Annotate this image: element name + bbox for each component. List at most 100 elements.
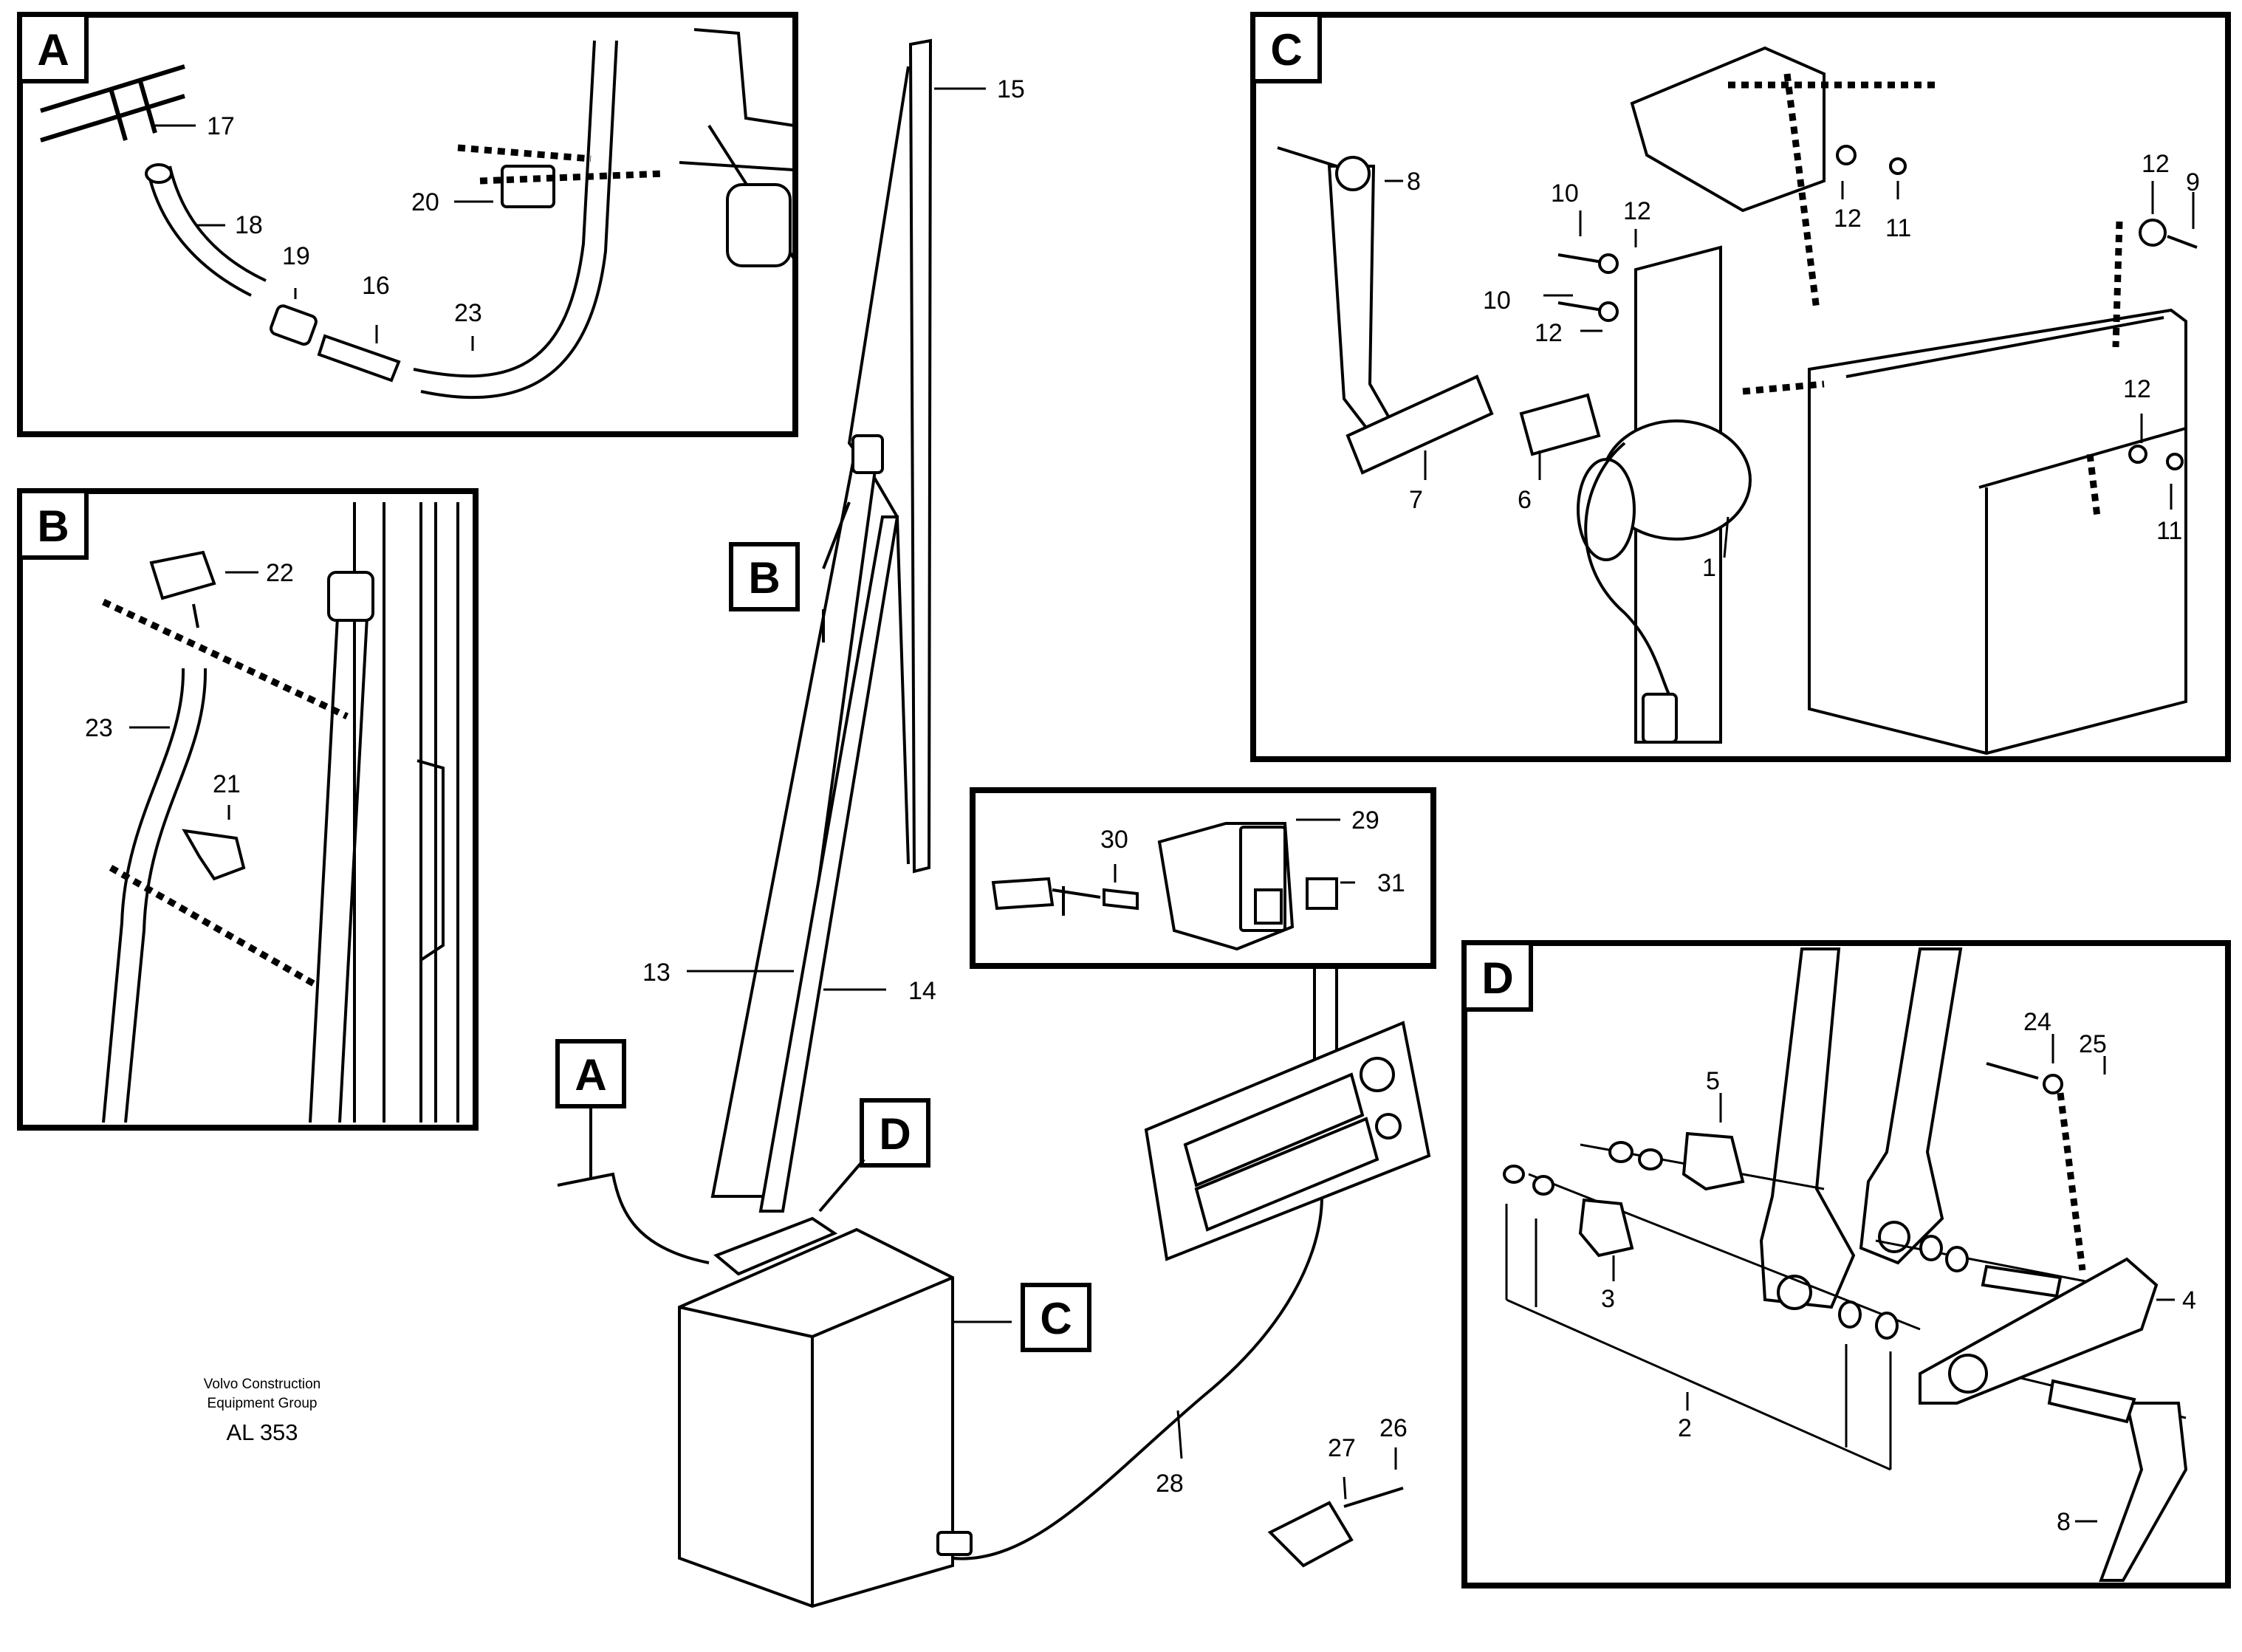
label-19: 19: [282, 242, 310, 270]
label-5: 5: [1706, 1067, 1720, 1095]
wiper-motor-housing: [726, 183, 792, 267]
callout-a-box: [555, 1039, 626, 1108]
label-21: 21: [213, 770, 241, 798]
label-10-top: 10: [1551, 179, 1579, 208]
clip-21: [182, 829, 246, 881]
label-11-lower: 11: [2156, 517, 2182, 545]
panel-a-letter: A: [37, 25, 69, 75]
motor-end-cap: [1577, 458, 1636, 561]
label-17: 17: [207, 112, 235, 140]
label-15: 15: [997, 75, 1025, 103]
panel-b-letter: B: [37, 501, 69, 551]
callout-a-letter: A: [575, 1050, 606, 1100]
panel-knob: [1360, 1057, 1395, 1092]
crank-arm-8-d: [2099, 1402, 2188, 1582]
label-22: 22: [266, 559, 294, 587]
panel-d-leaders: [1612, 1034, 2175, 1523]
main-assembly: 15 13 14 28 27 26: [557, 38, 1431, 1608]
arm-bushing-b: [1878, 1221, 1910, 1253]
clip-22-pin: [192, 603, 199, 628]
washer-d2: [1638, 1148, 1663, 1171]
arm-pivot: [327, 571, 374, 622]
plug: [991, 877, 1055, 911]
terminal-30: [1103, 888, 1139, 911]
callout-boxes: B A D C: [555, 542, 1091, 1352]
stud-d: [1981, 1264, 2063, 1298]
callout-c-box: [1021, 1283, 1091, 1352]
panel-b-dash-lines: [102, 598, 349, 989]
washer-d5: [1875, 1312, 1899, 1340]
washer-12e: [2128, 445, 2147, 464]
label-2: 2: [1678, 1414, 1692, 1442]
panel-b-leaders: [129, 571, 258, 820]
bolt-9: [2167, 235, 2198, 249]
switch-rows: [1183, 1072, 1379, 1232]
panel-a-letter-box: [18, 13, 89, 83]
motor-box-edges: [679, 1276, 953, 1606]
label-30: 30: [1100, 826, 1128, 854]
main-leaders: [687, 87, 1397, 1500]
detail-panel-c: C 8 10 12 12 11: [1250, 12, 2231, 762]
label-8-d: 8: [2057, 1508, 2071, 1536]
panel-c-letter: C: [1270, 25, 1302, 75]
motor-connector: [1642, 693, 1678, 744]
symbol-31: [1306, 877, 1338, 910]
washer-d4: [1532, 1175, 1554, 1196]
label-20: 20: [411, 188, 439, 216]
nut-11b: [2166, 453, 2184, 470]
arm-13-end: [1759, 947, 1856, 1309]
motor-housing-cover: [1808, 308, 2187, 755]
label-6: 6: [1518, 486, 1532, 514]
panel-d-frame: [1461, 940, 2231, 1588]
bushing-3: [1578, 1198, 1634, 1258]
washer-12a: [1598, 253, 1619, 274]
panel-c-frame: [1250, 12, 2231, 762]
panel-c-leaders: [1385, 179, 2195, 558]
crank-shaft: [1277, 146, 1337, 168]
clip-20: [501, 165, 555, 208]
crank-arm-8: [1327, 165, 1402, 449]
callout-d-letter: D: [879, 1109, 911, 1159]
crank-shaft-end: [1335, 156, 1371, 191]
crank-shaft-d: [2047, 1379, 2136, 1424]
switch-leader-stem: [1313, 966, 1338, 1063]
arm-bracket: [416, 759, 445, 962]
panel-b-frame: [17, 488, 479, 1131]
fitting-16: [317, 334, 401, 383]
credit-line-2: Equipment Group: [208, 1396, 318, 1411]
label-1: 1: [1702, 554, 1716, 582]
screw-26: [1343, 1487, 1404, 1508]
callout-d-box: [860, 1098, 930, 1168]
hose-end: [145, 163, 173, 184]
label-13: 13: [642, 959, 671, 987]
label-23-a: 23: [454, 299, 482, 327]
rocker-face: [1254, 888, 1283, 925]
t-connector-pipe: [40, 64, 185, 143]
label-12-mid: 12: [1535, 319, 1563, 347]
link-4-hole: [1948, 1354, 1988, 1394]
arm-14-end: [1859, 947, 1963, 1265]
drawing-code: AL 353: [226, 1419, 298, 1445]
connector-19: [270, 304, 318, 346]
motor-cable: [1584, 442, 1670, 695]
cable-plug: [936, 1531, 973, 1556]
bushing-5: [1682, 1131, 1745, 1191]
panel-indicator: [1375, 1113, 1402, 1139]
panel-d-letter: D: [1481, 953, 1513, 1003]
label-8-c: 8: [1407, 168, 1421, 196]
washer-d3: [1503, 1165, 1525, 1184]
callout-b-letter: B: [748, 553, 780, 603]
label-3: 3: [1601, 1285, 1615, 1313]
panel-d-letter-box: [1462, 941, 1533, 1012]
callout-c-letter: C: [1040, 1294, 1072, 1343]
label-10-mid: 10: [1483, 287, 1511, 315]
label-11-top: 11: [1885, 214, 1911, 242]
dashboard-switch-panel: [1144, 1021, 1431, 1261]
label-27: 27: [1328, 1434, 1356, 1462]
knob-27: [1267, 1501, 1354, 1568]
label-26: 26: [1379, 1414, 1408, 1442]
label-4: 4: [2182, 1286, 2196, 1315]
credit-line-1: Volvo Construction: [204, 1377, 320, 1392]
nut-d1: [1838, 1300, 1862, 1329]
label-14: 14: [908, 977, 936, 1005]
